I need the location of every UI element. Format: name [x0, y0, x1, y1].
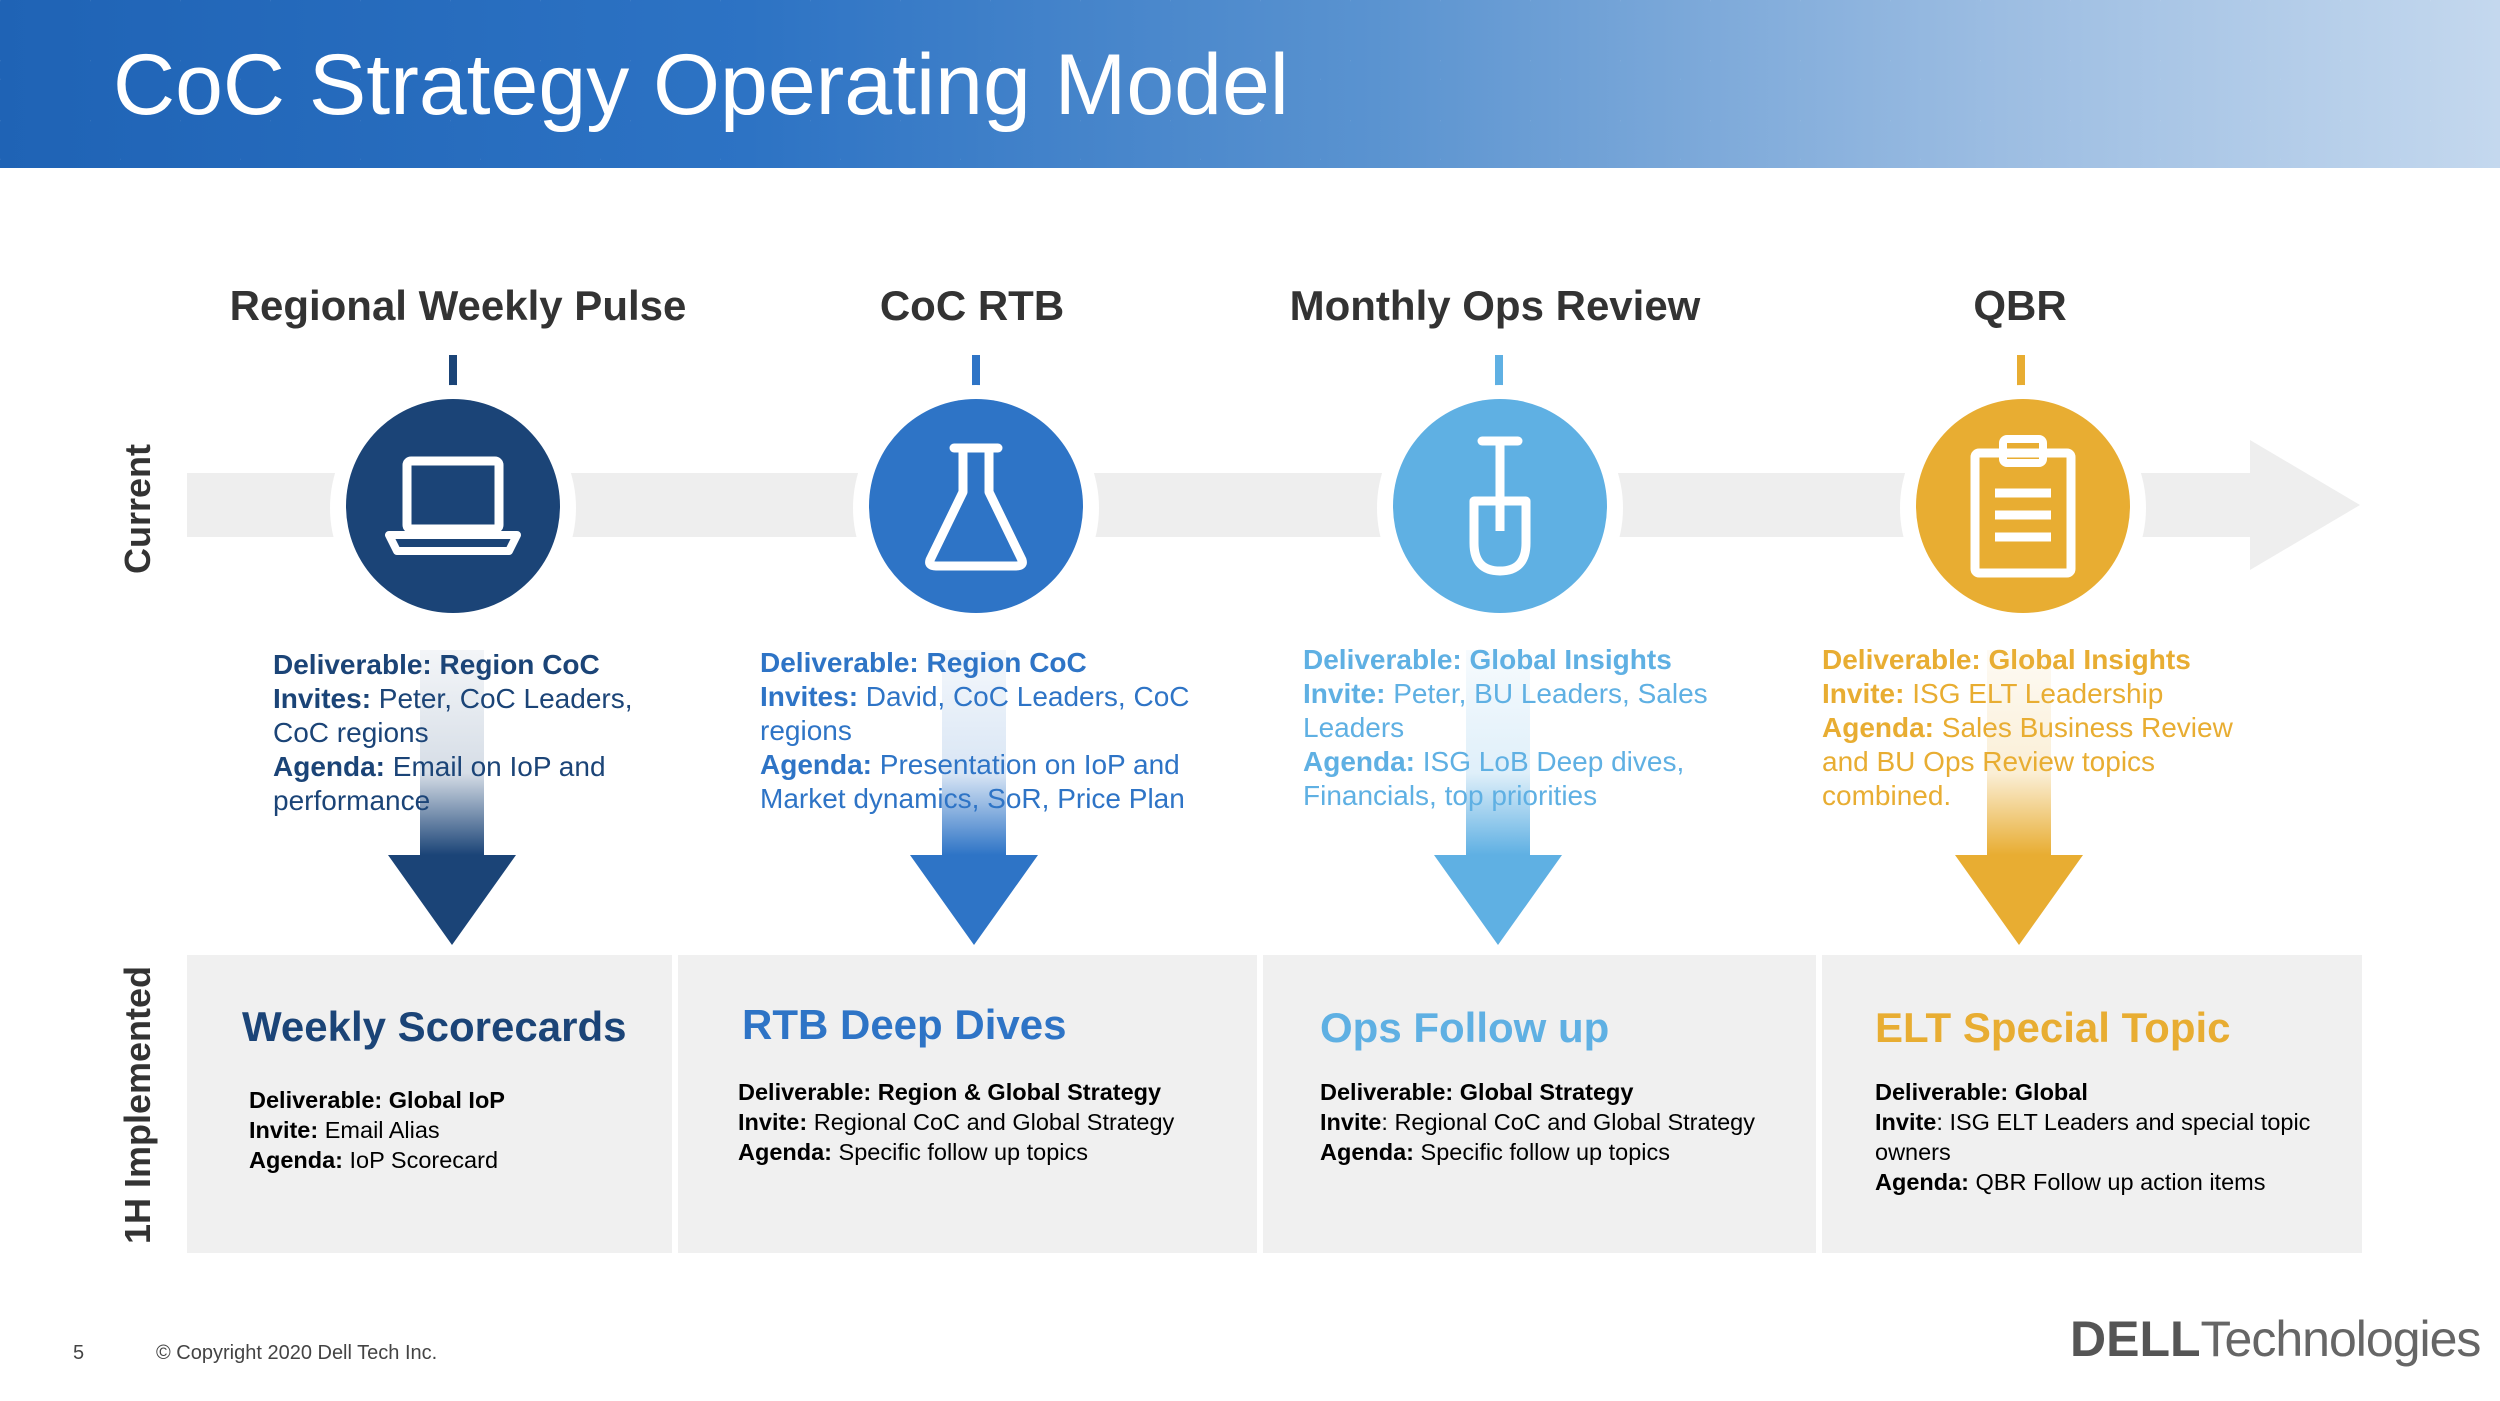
stage-tick-3	[1495, 355, 1503, 393]
invite-label: Invite:	[738, 1109, 808, 1135]
deliverable-value: Global Strategy	[1453, 1079, 1634, 1105]
invites-value: ISG ELT Leadership	[1904, 678, 2164, 709]
page-title: CoC Strategy Operating Model	[113, 37, 1289, 133]
timeline-arrowhead	[2250, 440, 2360, 570]
agenda-label: Agenda:	[1875, 1169, 1969, 1195]
stage-title-regional-weekly-pulse: Regional Weekly Pulse	[229, 282, 687, 329]
deliverable-value: Global	[2008, 1079, 2088, 1105]
agenda-value: IoP Scorecard	[343, 1147, 499, 1173]
card-title: ELT Special Topic	[1875, 1004, 2231, 1051]
deliverable-value: Region CoC	[918, 647, 1087, 678]
deliverable-value: Global IoP	[382, 1087, 505, 1113]
agenda-value: QBR Follow up action items	[1969, 1169, 2266, 1195]
implemented-card-1: Weekly Scorecards Deliverable: Global Io…	[187, 955, 672, 1253]
agenda-label: Agenda:	[1822, 712, 1934, 743]
down-arrow-shaft-3	[1466, 650, 1530, 855]
agenda-value: Email on IoP and performance	[273, 751, 606, 816]
agenda-value: Specific follow up topics	[1414, 1139, 1671, 1165]
agenda-value: ISG LoB Deep dives, Financials, top prio…	[1303, 746, 1685, 811]
stage-circle-2	[869, 399, 1083, 613]
stage-circle-1	[346, 399, 560, 613]
card-body: Deliverable: Global Strategy Invite: Reg…	[1320, 1077, 1800, 1167]
title-banner: CoC Strategy Operating Model	[0, 0, 2500, 168]
invite-label: Invite:	[249, 1117, 319, 1143]
agenda-label: Agenda:	[273, 751, 385, 782]
clipboard-icon	[1970, 435, 2076, 578]
card-body: Deliverable: Region & Global Strategy In…	[738, 1077, 1238, 1167]
agenda-label: Agenda:	[760, 749, 872, 780]
down-arrowhead-4	[1955, 855, 2083, 945]
down-arrowhead-3	[1434, 855, 1562, 945]
stage-circle-4	[1916, 399, 2130, 613]
invite-value: Email Alias	[318, 1117, 440, 1143]
deliverable-label: Deliverable:	[273, 649, 432, 680]
current-desc-3: Deliverable: Global Insights Invite: Pet…	[1303, 643, 1723, 813]
deliverable-label: Deliverable:	[249, 1087, 383, 1113]
stage-title-qbr: QBR	[1973, 282, 2067, 329]
invite-label: Invite	[1320, 1109, 1382, 1135]
copyright-text: © Copyright 2020 Dell Tech Inc.	[156, 1342, 438, 1364]
invites-label: Invites:	[273, 683, 372, 714]
shovel-icon	[1469, 436, 1531, 576]
current-desc-1: Deliverable: Region CoC Invites: Peter, …	[273, 648, 663, 818]
card-body: Deliverable: Global IoP Invite: Email Al…	[249, 1085, 649, 1175]
agenda-label: Agenda:	[1320, 1139, 1414, 1165]
stage-circle-3	[1393, 399, 1607, 613]
invite-value: : Regional CoC and Global Strategy	[1381, 1109, 1755, 1135]
current-desc-2: Deliverable: Region CoC Invites: David, …	[760, 646, 1200, 816]
agenda-value: Specific follow up topics	[832, 1139, 1089, 1165]
down-arrowhead-2	[910, 855, 1038, 945]
implemented-card-4: ELT Special Topic Deliverable: Global In…	[1822, 955, 2362, 1253]
agenda-value: Sales Business Review and BU Ops Review …	[1822, 712, 2233, 811]
invites-label: Invite:	[1303, 678, 1386, 709]
logo-suffix: Technologies	[2200, 1311, 2482, 1367]
down-arrow-shaft-1	[420, 650, 484, 855]
down-arrowhead-1	[388, 855, 516, 945]
invites-label: Invites:	[760, 681, 859, 712]
deliverable-value: Global Insights	[1461, 644, 1672, 675]
invite-value: Regional CoC and Global Strategy	[807, 1109, 1175, 1135]
laptop-icon	[385, 456, 521, 555]
agenda-value: Presentation on IoP and Market dynamics,…	[760, 749, 1185, 814]
agenda-label: Agenda:	[1303, 746, 1415, 777]
stage-tick-4	[2017, 355, 2025, 393]
current-desc-4: Deliverable: Global Insights Invite: ISG…	[1822, 643, 2242, 813]
invites-value: Peter, BU Leaders, Sales Leaders	[1303, 678, 1708, 743]
invite-value: : ISG ELT Leaders and special topic owne…	[1875, 1109, 2311, 1165]
page-number: 5	[73, 1342, 85, 1364]
logo-brand: DΕLL	[2070, 1311, 2201, 1367]
down-arrow-shaft-4	[1987, 650, 2051, 855]
stage-tick-2	[972, 355, 980, 393]
stage-title-coc-rtb: CoC RTB	[879, 282, 1065, 329]
deliverable-value: Region CoC	[431, 649, 600, 680]
deliverable-label: Deliverable:	[760, 647, 919, 678]
deliverable-label: Deliverable:	[1822, 644, 1981, 675]
agenda-label: Agenda:	[249, 1147, 343, 1173]
stage-tick-1	[449, 355, 457, 393]
down-arrow-shaft-2	[942, 650, 1006, 855]
card-body: Deliverable: Global Invite: ISG ELT Lead…	[1875, 1077, 2315, 1197]
stage-title-monthly-ops-review: Monthly Ops Review	[1289, 282, 1701, 329]
invites-value: David, CoC Leaders, CoC regions	[760, 681, 1190, 746]
agenda-label: Agenda:	[738, 1139, 832, 1165]
deliverable-value: Global Insights	[1980, 644, 2191, 675]
deliverable-label: Deliverable:	[1303, 644, 1462, 675]
side-label-current: Current	[117, 444, 158, 575]
card-title: RTB Deep Dives	[742, 1001, 1067, 1048]
side-label-implemented: 1H Implemented	[117, 965, 158, 1245]
invites-value: Peter, CoC Leaders, CoC regions	[273, 683, 633, 748]
invites-label: Invite:	[1822, 678, 1905, 709]
deliverable-label: Deliverable:	[738, 1079, 872, 1105]
deliverable-value: Region & Global Strategy	[871, 1079, 1162, 1105]
deliverable-label: Deliverable:	[1320, 1079, 1454, 1105]
implemented-card-3: Ops Follow up Deliverable: Global Strate…	[1263, 955, 1816, 1253]
flask-icon	[925, 443, 1027, 571]
invite-label: Invite	[1875, 1109, 1937, 1135]
implemented-card-2: RTB Deep Dives Deliverable: Region & Glo…	[678, 955, 1257, 1253]
deliverable-label: Deliverable:	[1875, 1079, 2009, 1105]
dell-technologies-logo: DΕLLTechnologies	[2070, 1310, 2482, 1368]
card-title: Ops Follow up	[1320, 1004, 1610, 1051]
card-title: Weekly Scorecards	[242, 1003, 627, 1050]
banner-texture	[0, 0, 2500, 168]
